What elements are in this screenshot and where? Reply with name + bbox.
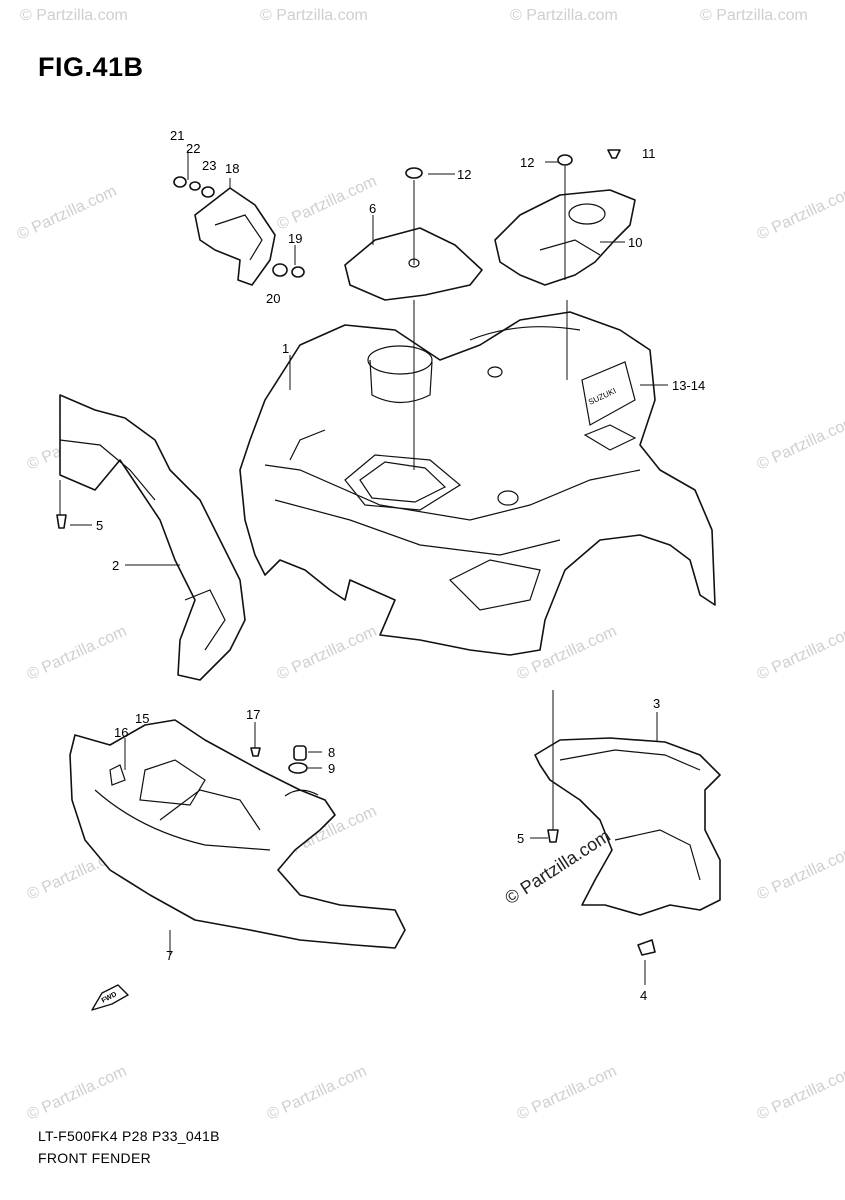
- watermark-text: © Partzilla.com: [700, 7, 808, 24]
- watermark-text: © Partzilla.com: [25, 1063, 130, 1124]
- watermark-text: © Partzilla.com: [755, 413, 845, 474]
- watermark-text: © Partzilla.com: [755, 843, 845, 904]
- callout-15: 15: [135, 711, 149, 726]
- watermark-text: © Partzilla.com: [275, 623, 380, 684]
- callout-6: 6: [369, 201, 376, 216]
- clip-12a: [405, 167, 423, 179]
- watermark-text: © Partzilla.com: [15, 183, 120, 244]
- callout-2: 2: [112, 558, 119, 573]
- watermark-text: © Partzilla.com: [755, 183, 845, 244]
- callout-9: 9: [328, 761, 335, 776]
- cushion-20: [272, 263, 288, 277]
- cushion-9: [288, 762, 308, 774]
- leader-lines: [59, 150, 668, 985]
- collar-19: [291, 266, 305, 278]
- callout-23: 23: [202, 158, 216, 173]
- watermark-text: © Partzilla.com: [265, 1063, 370, 1124]
- watermark-text: © Partzilla.com: [260, 7, 368, 24]
- callout-7: 7: [166, 948, 173, 963]
- watermark-text: © Partzilla.com: [510, 7, 618, 24]
- callout-16: 16: [114, 725, 128, 740]
- watermark-text: © Partzilla.com: [755, 623, 845, 684]
- screw-17: [250, 747, 261, 757]
- callout-5a: 5: [96, 518, 103, 533]
- clip-12b: [557, 154, 573, 166]
- watermark-text: © Partzilla.com: [755, 1063, 845, 1124]
- washer-22: [189, 181, 201, 191]
- callout-13-14: 13-14: [672, 378, 705, 393]
- footer-section-name: FRONT FENDER: [38, 1150, 152, 1166]
- watermark-text: © Partzilla.com: [20, 7, 128, 24]
- watermark-text: © Partzilla.com: [25, 623, 130, 684]
- fwd-arrow-icon: FWD: [91, 984, 129, 1011]
- callout-8: 8: [328, 745, 335, 760]
- callout-labels: 1 2 3 4 5 5 6 7 8 9 10 11 12 12 13-14 15…: [96, 128, 705, 1003]
- callout-5b: 5: [517, 831, 524, 846]
- callout-4: 4: [640, 988, 647, 1003]
- nut-21: [173, 176, 187, 188]
- callout-18: 18: [225, 161, 239, 176]
- watermark-text: © Partzilla.com: [275, 173, 380, 234]
- part-bracket: [194, 187, 276, 286]
- part-front-fender: SUZUKI: [239, 311, 716, 656]
- screw-11: [607, 149, 621, 159]
- bolt-4: [637, 939, 656, 956]
- part-left-inner-fender: [59, 394, 246, 681]
- callout-21: 21: [170, 128, 184, 143]
- callout-10: 10: [628, 235, 642, 250]
- cushion-8: [293, 745, 307, 761]
- callout-17: 17: [246, 707, 260, 722]
- callout-12b: 12: [520, 155, 534, 170]
- bolt-5a: [56, 514, 67, 529]
- part-right-inner-fender: [534, 737, 721, 916]
- part-front-bumper: [69, 719, 406, 949]
- callout-11: 11: [642, 146, 656, 161]
- collar-23: [201, 186, 215, 198]
- figure-title: FIG.41B: [38, 52, 144, 82]
- callout-12a: 12: [457, 167, 471, 182]
- bolt-5b: [547, 829, 559, 843]
- footer-model-code: LT-F500FK4 P28 P33_041B: [38, 1128, 220, 1144]
- callout-19: 19: [288, 231, 302, 246]
- callout-1: 1: [282, 341, 289, 356]
- callout-3: 3: [653, 696, 660, 711]
- callout-20: 20: [266, 291, 280, 306]
- hardware-parts: [56, 149, 656, 956]
- callout-22: 22: [186, 141, 200, 156]
- watermark-text: © Partzilla.com: [515, 1063, 620, 1124]
